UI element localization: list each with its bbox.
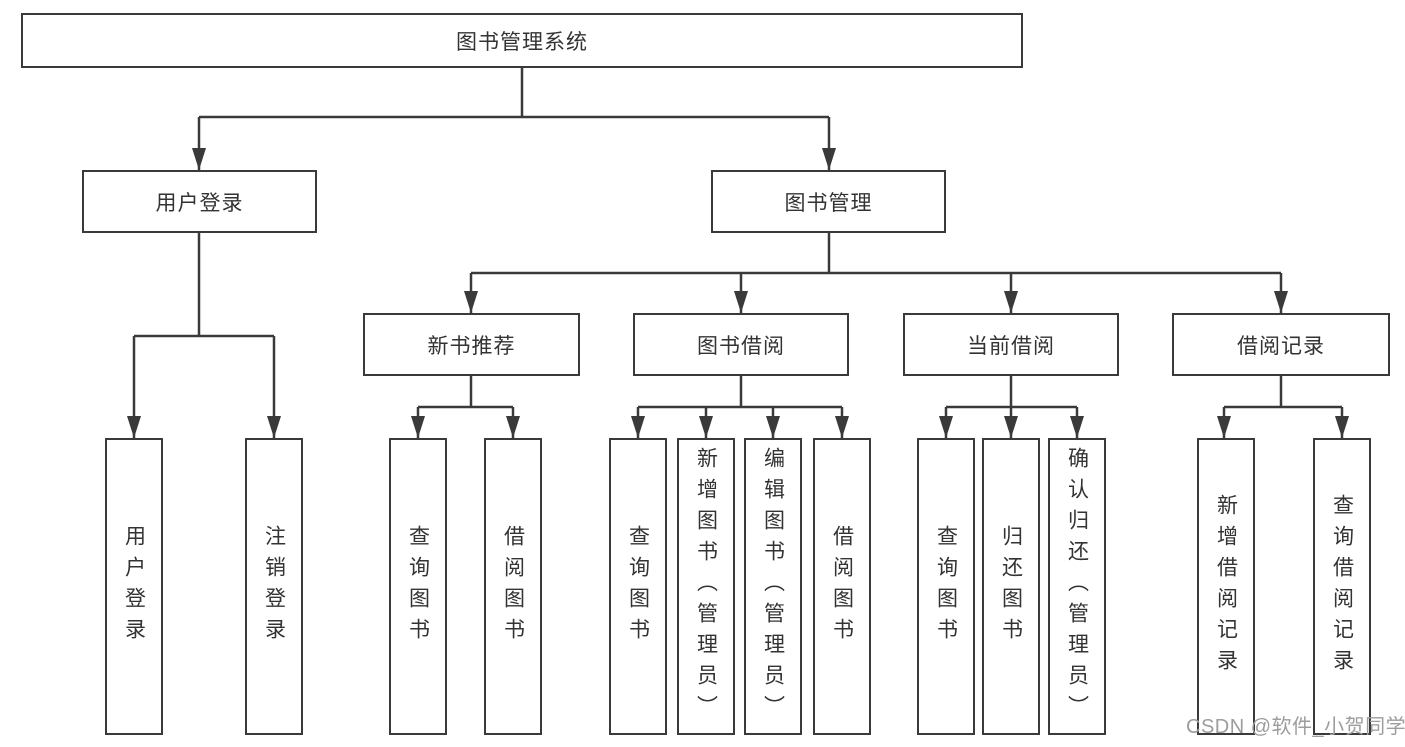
leaf-label: 归还图书 xyxy=(999,524,1023,649)
arrow-connectors xyxy=(127,117,1349,438)
leaf-bb-search-book: 查询图书 xyxy=(609,438,667,735)
node-root-system: 图书管理系统 xyxy=(21,13,1023,68)
leaf-label: 注销登录 xyxy=(262,524,286,649)
leaf-label: 编辑图书（管理员） xyxy=(761,447,785,726)
leaf-nbr-search-book: 查询图书 xyxy=(389,438,447,735)
leaf-label: 查询图书 xyxy=(626,524,650,649)
leaf-cb-confirm-return-admin: 确认归还（管理员） xyxy=(1048,438,1106,735)
leaf-bb-edit-book-admin: 编辑图书（管理员） xyxy=(744,438,802,735)
leaf-br-search-record: 查询借阅记录 xyxy=(1313,438,1371,735)
leaf-label: 借阅图书 xyxy=(501,524,525,649)
leaf-label: 查询图书 xyxy=(406,524,430,649)
leaf-cb-return-book: 归还图书 xyxy=(982,438,1040,735)
node-book-borrow: 图书借阅 xyxy=(633,313,849,376)
leaf-bb-borrow-book: 借阅图书 xyxy=(813,438,871,735)
leaf-label: 查询图书 xyxy=(934,524,958,649)
leaf-label: 借阅图书 xyxy=(830,524,854,649)
leaf-label: 确认归还（管理员） xyxy=(1065,447,1089,726)
leaf-label: 用户登录 xyxy=(122,524,146,649)
node-borrow-record: 借阅记录 xyxy=(1172,313,1390,376)
leaf-label: 查询借阅记录 xyxy=(1330,493,1354,680)
leaf-nbr-borrow-book: 借阅图书 xyxy=(484,438,542,735)
leaf-logout: 注销登录 xyxy=(245,438,303,735)
leaf-br-add-record: 新增借阅记录 xyxy=(1197,438,1255,735)
tree-branches xyxy=(127,68,1349,438)
csdn-watermark: CSDN @软件_小贺同学 xyxy=(1186,716,1405,738)
node-user-login: 用户登录 xyxy=(82,170,317,233)
node-new-book-recommend: 新书推荐 xyxy=(363,313,580,376)
leaf-cb-search-book: 查询图书 xyxy=(917,438,975,735)
node-book-management: 图书管理 xyxy=(711,170,946,233)
leaf-user-login: 用户登录 xyxy=(105,438,163,735)
leaf-bb-add-book-admin: 新增图书（管理员） xyxy=(677,438,735,735)
node-current-borrow: 当前借阅 xyxy=(903,313,1119,376)
leaf-label: 新增借阅记录 xyxy=(1214,493,1238,680)
leaf-label: 新增图书（管理员） xyxy=(694,447,718,726)
